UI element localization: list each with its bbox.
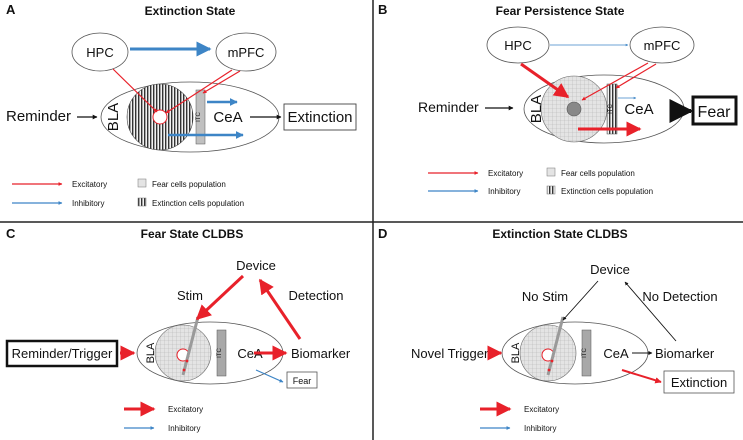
bla-label: BLA bbox=[105, 103, 122, 131]
stim-arrow bbox=[195, 274, 245, 321]
electrode bbox=[181, 316, 200, 376]
cea-fear-arrow bbox=[255, 369, 284, 383]
legend-inhibitory-label: Inhibitory bbox=[72, 199, 104, 208]
itc-label: ITC bbox=[196, 112, 202, 122]
mpfc-bla-arrow bbox=[581, 62, 649, 101]
itc-bar bbox=[606, 83, 618, 135]
cea-label: CeA bbox=[624, 101, 653, 118]
bla-label: BLA bbox=[510, 342, 522, 363]
panel-a-title: Extinction State bbox=[145, 4, 236, 18]
hpc-bla-arrow bbox=[112, 68, 158, 113]
legend-excitatory-label: Excitatory bbox=[168, 405, 203, 414]
mpfc-itc-arrow bbox=[202, 70, 241, 94]
legend-fear-cells-label: Fear cells population bbox=[152, 180, 226, 189]
no-stim-arrow bbox=[562, 280, 599, 321]
legend-extinction-cells-swatch bbox=[137, 197, 147, 207]
hpc-node bbox=[71, 32, 129, 72]
itc-bar bbox=[216, 329, 227, 377]
cea-label: CeA bbox=[603, 346, 629, 361]
itc-label: ITC bbox=[582, 348, 588, 358]
panel-b-letter: B bbox=[378, 2, 387, 17]
inner-cell-cluster bbox=[566, 101, 582, 117]
detection-label: No Detection bbox=[642, 289, 717, 304]
panel-a-letter: A bbox=[6, 2, 16, 17]
legend-fear-cells-label: Fear cells population bbox=[561, 169, 635, 178]
hpc-label: HPC bbox=[86, 45, 113, 60]
itc-label: ITC bbox=[608, 104, 614, 114]
hpc-label: HPC bbox=[504, 38, 531, 53]
mpfc-label: mPFC bbox=[228, 45, 265, 60]
cea-label: CeA bbox=[237, 346, 263, 361]
hpc-node bbox=[486, 26, 550, 64]
mpfc-node bbox=[629, 26, 695, 64]
legend-fear-cells-swatch bbox=[546, 167, 556, 177]
legend-inhibitory-label: Inhibitory bbox=[524, 424, 556, 433]
trigger-label: Reminder/Trigger bbox=[12, 346, 113, 361]
fear-box bbox=[691, 95, 738, 126]
inner-cell-cluster bbox=[152, 109, 168, 125]
legend-fear-cells-swatch bbox=[137, 178, 147, 188]
biomarker-label: Biomarker bbox=[655, 346, 715, 361]
legend-extinction-cells-label: Extinction cells population bbox=[561, 187, 653, 196]
panel-c-title: Fear State CLDBS bbox=[141, 227, 244, 241]
detection-arrow bbox=[258, 278, 302, 340]
itc-label: ITC bbox=[217, 348, 223, 358]
trigger-label: Novel Trigger bbox=[411, 346, 489, 361]
legend-extinction-cells-swatch bbox=[546, 185, 556, 195]
hpc-bla-arrow bbox=[520, 62, 570, 99]
legend-extinction-cells-label: Extinction cells population bbox=[152, 199, 244, 208]
reminder-label: Reminder bbox=[6, 108, 71, 125]
legend-excitatory-label: Excitatory bbox=[524, 405, 559, 414]
bla-label: BLA bbox=[528, 95, 545, 123]
biomarker-label: Biomarker bbox=[291, 346, 351, 361]
stim-label: Stim bbox=[177, 288, 203, 303]
no-detection-arrow bbox=[624, 281, 677, 342]
panel-d: D Extinction State CLDBS Device No Stim … bbox=[378, 226, 735, 433]
fear-box bbox=[286, 371, 318, 389]
electrode bbox=[546, 316, 565, 376]
electrode-contact bbox=[185, 359, 189, 363]
extinction-outcome: Extinction bbox=[287, 109, 352, 126]
panel-c-letter: C bbox=[6, 226, 16, 241]
legend-inhibitory-label: Inhibitory bbox=[168, 424, 200, 433]
mpfc-label: mPFC bbox=[644, 38, 681, 53]
extinction-outcome: Extinction bbox=[671, 375, 727, 390]
legend-excitatory-label: Excitatory bbox=[488, 169, 523, 178]
mpfc-node bbox=[215, 32, 277, 72]
electrode-contact bbox=[182, 368, 186, 372]
extinction-box bbox=[663, 370, 735, 394]
reminder-trigger-box bbox=[5, 339, 119, 368]
legend-excitatory-label: Excitatory bbox=[72, 180, 107, 189]
mpfc-itc-arrow bbox=[615, 63, 657, 89]
panel-d-letter: D bbox=[378, 226, 387, 241]
legend-inhibitory-label: Inhibitory bbox=[488, 187, 520, 196]
panel-b: B Fear Persistence State HPC mPFC ITC BL… bbox=[378, 2, 738, 196]
stim-label: No Stim bbox=[522, 289, 568, 304]
cea-extinction-arrow bbox=[621, 369, 662, 384]
cea-label: CeA bbox=[213, 109, 242, 126]
reminder-label: Reminder bbox=[418, 99, 479, 115]
itc-bar bbox=[581, 329, 592, 377]
electrode-contact bbox=[550, 359, 554, 363]
fear-outcome: Fear bbox=[698, 104, 732, 121]
panel-b-title: Fear Persistence State bbox=[496, 4, 625, 18]
device-label: Device bbox=[590, 262, 630, 277]
panel-c: C Fear State CLDBS Device Stim Detection… bbox=[5, 226, 351, 433]
bla-label: BLA bbox=[145, 342, 157, 363]
panel-a: A Extinction State HPC mPFC ITC BLA CeA … bbox=[6, 2, 357, 208]
extinction-box bbox=[283, 103, 357, 131]
mpfc-bla-arrow bbox=[165, 69, 233, 114]
device-label: Device bbox=[236, 258, 276, 273]
detection-label: Detection bbox=[289, 288, 344, 303]
panel-d-title: Extinction State CLDBS bbox=[492, 227, 627, 241]
fear-outcome: Fear bbox=[293, 376, 312, 386]
electrode-contact bbox=[547, 368, 551, 372]
